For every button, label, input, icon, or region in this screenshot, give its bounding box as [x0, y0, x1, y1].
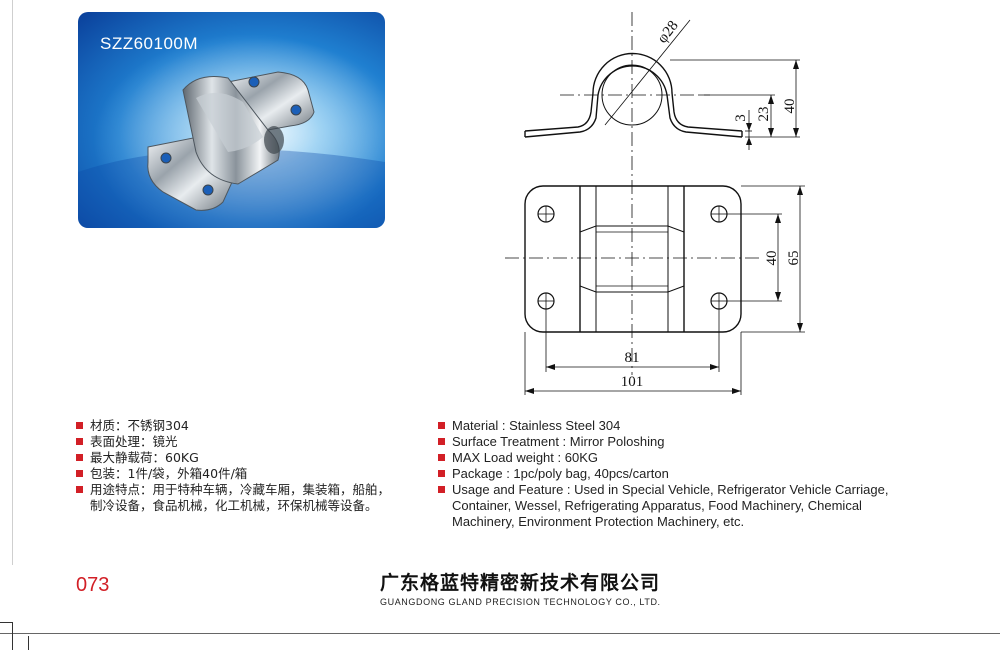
thickness-3-label: 3 — [733, 114, 749, 122]
width-65-label: 65 — [786, 251, 802, 266]
left-margin-rule — [12, 0, 13, 565]
diameter-label: φ28 — [655, 18, 682, 47]
spec-item-usage-cn: 用途特点：用于特种车辆，冷藏车厢，集装箱，船舶，制冷设备，食品机械，化工机械，环… — [76, 482, 416, 514]
specs-english: Material : Stainless Steel 304 Surface T… — [438, 418, 938, 530]
specs-chinese: 材质：不锈钢304 表面处理：镜光 最大静载荷：60KG 包装：1件/袋，外箱4… — [76, 418, 416, 514]
page-number: 073 — [76, 574, 110, 596]
bottom-rule — [0, 633, 1000, 634]
spec-item-load-en: MAX Load weight : 60KG — [438, 450, 938, 466]
model-code: SZZ60100M — [100, 34, 199, 53]
spec-item-load-cn: 最大静载荷：60KG — [76, 450, 416, 466]
product-photo-card: SZZ60100M — [78, 12, 385, 228]
hole-spacing-81-label: 81 — [625, 350, 640, 366]
crop-mark — [12, 622, 13, 650]
spec-item-material-en: Material : Stainless Steel 304 — [438, 418, 938, 434]
spec-item-surface-cn: 表面处理：镜光 — [76, 434, 416, 450]
height-40-label: 40 — [782, 99, 798, 114]
hinge-photo — [78, 12, 385, 228]
technical-drawing: φ28 40 23 3 40 65 81 101 — [505, 12, 805, 395]
company-name-english: GUANGDONG GLAND PRECISION TECHNOLOGY CO.… — [380, 597, 661, 607]
spec-item-package-cn: 包装：1件/袋，外箱40件/箱 — [76, 466, 416, 482]
crop-mark — [28, 636, 29, 650]
company-name-chinese: 广东格蓝特精密新技术有限公司 — [380, 572, 661, 594]
spec-item-material-cn: 材质：不锈钢304 — [76, 418, 416, 434]
length-101-label: 101 — [621, 374, 644, 390]
height-23-label: 23 — [756, 107, 772, 122]
spec-item-usage-en: Usage and Feature : Used in Special Vehi… — [438, 482, 938, 530]
side-view-profile-inner — [524, 52, 743, 132]
spec-item-surface-en: Surface Treatment : Mirror Poloshing — [438, 434, 938, 450]
spec-item-package-en: Package : 1pc/poly bag, 40pcs/carton — [438, 466, 938, 482]
side-view-profile — [524, 65, 743, 138]
bracket-40-label: 40 — [764, 251, 780, 266]
crop-mark — [0, 622, 12, 623]
plan-view-outline — [524, 185, 742, 333]
